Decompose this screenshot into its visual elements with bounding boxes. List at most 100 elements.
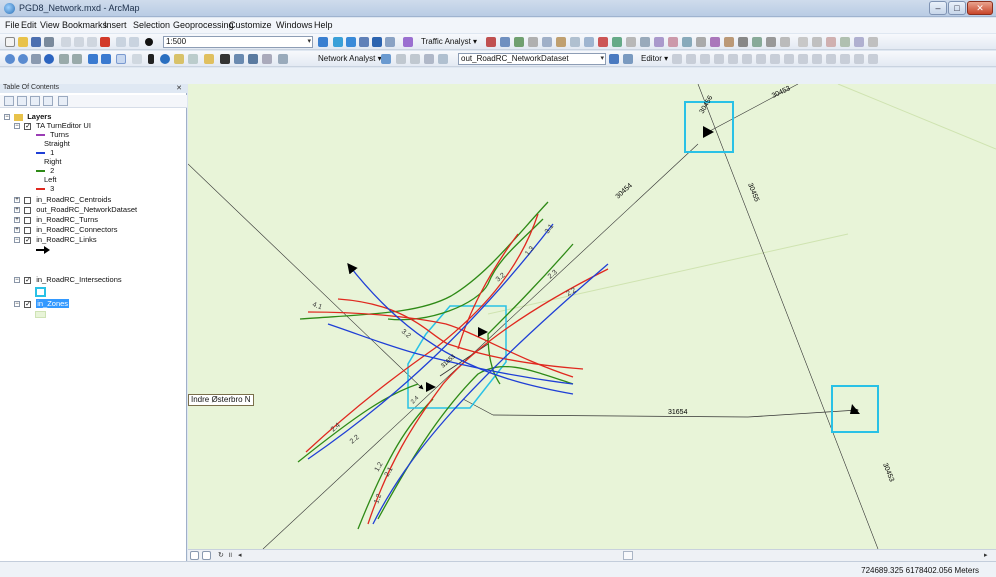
layout-view-icon[interactable]	[202, 551, 211, 560]
print-icon[interactable]	[44, 37, 54, 47]
visibility-checkbox[interactable]	[24, 226, 32, 234]
layers-group[interactable]: − Layers	[4, 112, 51, 122]
editor-toolbar-icon[interactable]	[318, 37, 328, 47]
na-select-icon[interactable]	[410, 54, 420, 64]
editor-more-icon[interactable]	[868, 54, 878, 64]
ta-tool16-icon[interactable]	[696, 37, 706, 47]
html-popup-icon[interactable]	[188, 54, 198, 64]
point-icon[interactable]	[742, 54, 752, 64]
trace-icon[interactable]	[728, 54, 738, 64]
turn-line[interactable]	[377, 365, 574, 520]
traffic-analyst-menu[interactable]: Traffic Analyst ▾	[421, 37, 478, 46]
ta-tool2-icon[interactable]	[500, 37, 510, 47]
list-by-visibility-icon[interactable]	[30, 96, 40, 106]
rotate-icon[interactable]	[812, 54, 822, 64]
ta-tool28-icon[interactable]	[868, 37, 878, 47]
maximize-button[interactable]: □	[948, 1, 966, 15]
collapse-icon[interactable]: −	[14, 123, 20, 130]
paste-icon[interactable]	[87, 37, 97, 47]
ta-tool8-icon[interactable]	[584, 37, 594, 47]
zone-square[interactable]	[831, 385, 879, 433]
collapse-icon[interactable]: −	[14, 277, 20, 284]
layer-turneditor[interactable]: − ✓ TA TurnEditor UI	[14, 121, 91, 131]
turn-line[interactable]	[337, 298, 584, 370]
ta-tool14-icon[interactable]	[668, 37, 678, 47]
scroll-right-icon[interactable]: ▸	[984, 552, 988, 559]
ta-tool21-icon[interactable]	[766, 37, 776, 47]
collapse-icon[interactable]: −	[14, 237, 20, 244]
close-button[interactable]: ✕	[967, 1, 993, 15]
save-icon[interactable]	[31, 37, 41, 47]
list-by-drawing-order-icon[interactable]	[4, 96, 14, 106]
layer-links[interactable]: − ✓ in_RoadRC_Links	[14, 235, 97, 245]
ta-tool20-icon[interactable]	[752, 37, 762, 47]
menu-geoprocessing[interactable]: Geoprocessing	[173, 20, 234, 30]
ta-tool4-icon[interactable]	[528, 37, 538, 47]
map-horizontal-scrollbar[interactable]: ↻ ॥ ◂ ▸	[188, 549, 996, 561]
menu-customize[interactable]: Customize	[229, 20, 272, 30]
toc-options-icon[interactable]	[58, 96, 68, 106]
scroll-left-icon[interactable]: ◂	[238, 552, 242, 559]
ta-tool5-icon[interactable]	[542, 37, 552, 47]
layer-connectors[interactable]: + in_RoadRC_Connectors	[14, 225, 117, 235]
find-route-icon[interactable]	[234, 54, 244, 64]
menu-insert[interactable]: Insert	[104, 20, 127, 30]
na-window-icon[interactable]	[381, 54, 391, 64]
layer-intersections[interactable]: − ✓ in_RoadRC_Intersections	[14, 275, 122, 285]
visibility-checkbox[interactable]: ✓	[24, 276, 32, 284]
select-elements-icon[interactable]	[148, 54, 154, 64]
edit-annotation-icon[interactable]	[686, 54, 696, 64]
search-window-icon[interactable]	[359, 37, 369, 47]
visibility-checkbox[interactable]: ✓	[24, 122, 32, 130]
straight-segment-icon[interactable]	[700, 54, 710, 64]
back-extent-icon[interactable]	[88, 54, 98, 64]
identify-icon[interactable]	[160, 54, 170, 64]
copy-icon[interactable]	[74, 37, 84, 47]
ta-tool19-icon[interactable]	[738, 37, 748, 47]
redo-icon[interactable]	[129, 37, 139, 47]
turn-line[interactable]	[457, 233, 519, 350]
python-icon[interactable]	[385, 37, 395, 47]
clear-selection-icon[interactable]	[132, 54, 142, 64]
menu-help[interactable]: Help	[314, 20, 333, 30]
expand-icon[interactable]: +	[14, 197, 20, 204]
viewer-icon[interactable]	[278, 54, 288, 64]
ta-tool3-icon[interactable]	[514, 37, 524, 47]
menu-selection[interactable]: Selection	[133, 20, 171, 30]
create-features-icon[interactable]	[854, 54, 864, 64]
layer-zones[interactable]: − ✓ in_Zones	[14, 299, 70, 309]
toc-close-button[interactable]: ✕	[176, 85, 182, 92]
zone-square[interactable]	[684, 101, 734, 153]
new-icon[interactable]	[5, 37, 15, 47]
ta-tool6-icon[interactable]	[556, 37, 566, 47]
turn-line[interactable]	[327, 323, 574, 385]
time-slider-icon[interactable]	[262, 54, 272, 64]
expand-icon[interactable]: +	[14, 227, 20, 234]
turn-line[interactable]	[347, 262, 574, 395]
hyperlink-icon[interactable]	[174, 54, 184, 64]
turn-line[interactable]	[387, 218, 544, 321]
expand-icon[interactable]: +	[14, 217, 20, 224]
go-to-xy-icon[interactable]	[248, 54, 258, 64]
menu-edit[interactable]: Edit	[21, 20, 37, 30]
delete-icon[interactable]	[100, 37, 110, 47]
turn-line[interactable]	[307, 223, 554, 460]
ta-tool27-icon[interactable]	[854, 37, 864, 47]
menu-file[interactable]: File	[5, 20, 20, 30]
turn-line[interactable]	[297, 383, 419, 463]
ta-tool12-icon[interactable]	[640, 37, 650, 47]
visibility-checkbox[interactable]	[24, 196, 32, 204]
map-view[interactable]: 30456 30453 30454 30455 30453 31654 3165…	[188, 84, 996, 549]
ta-tool9-icon[interactable]	[598, 37, 608, 47]
link-line[interactable]	[707, 84, 799, 133]
menu-windows[interactable]: Windows	[276, 20, 313, 30]
layer-network-dataset[interactable]: + out_RoadRC_NetworkDataset	[14, 205, 137, 215]
na-create-location-icon[interactable]	[396, 54, 406, 64]
fixed-zoom-out-icon[interactable]	[72, 54, 82, 64]
turn-line[interactable]	[372, 263, 609, 525]
ta-tool13-icon[interactable]	[654, 37, 664, 47]
collapse-icon[interactable]: −	[14, 301, 20, 308]
link-line[interactable]	[747, 407, 859, 418]
cut-polygon-icon[interactable]	[784, 54, 794, 64]
fixed-zoom-in-icon[interactable]	[59, 54, 69, 64]
